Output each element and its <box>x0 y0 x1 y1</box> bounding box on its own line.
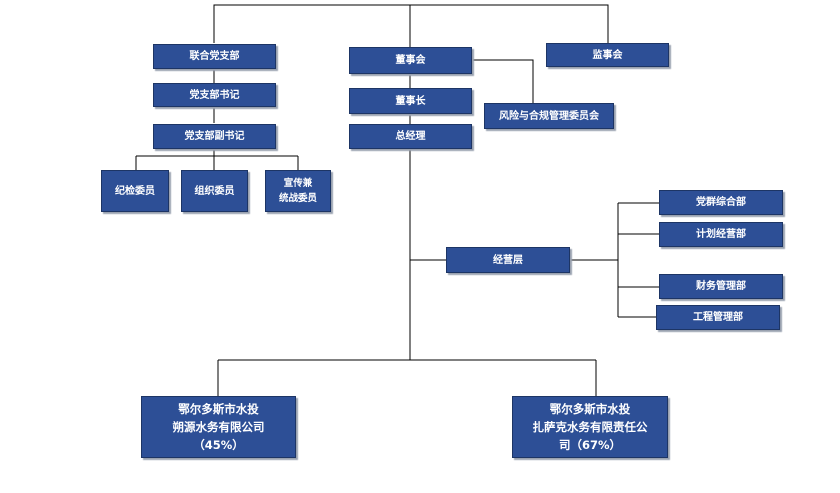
supervisory-board-box: 监事会 <box>546 43 669 67</box>
subsidiary-shuoyuan-label: 鄂尔多斯市水投 朔源水务有限公司 （45%） <box>172 402 265 452</box>
dept-engineering-label: 工程管理部 <box>693 312 743 323</box>
subsidiary-zhasake-label: 鄂尔多斯市水投 扎萨克水务有限责任公 司（67%） <box>532 402 648 452</box>
general-manager-label: 总经理 <box>395 131 426 142</box>
dept-planning-box: 计划经营部 <box>659 222 783 247</box>
general-manager-box: 总经理 <box>349 124 472 149</box>
organization-member-box: 组织委员 <box>181 170 248 212</box>
subsidiary-shuoyuan-box: 鄂尔多斯市水投 朔源水务有限公司 （45%） <box>141 396 296 458</box>
party-deputy-secretary-box: 党支部副书记 <box>153 124 276 149</box>
dept-party-admin-box: 党群综合部 <box>659 190 783 215</box>
dept-party-admin-label: 党群综合部 <box>696 197 746 208</box>
propaganda-member-box: 宣传兼 统战委员 <box>265 170 331 212</box>
party-committee-box: 联合党支部 <box>153 44 276 69</box>
organization-member-label: 组织委员 <box>194 185 235 197</box>
dept-engineering-box: 工程管理部 <box>656 305 780 330</box>
subsidiary-zhasake-box: 鄂尔多斯市水投 扎萨克水务有限责任公 司（67%） <box>512 396 668 458</box>
chairman-label: 董事长 <box>395 95 426 107</box>
dept-finance-label: 财务管理部 <box>696 281 746 292</box>
chairman-box: 董事长 <box>349 88 472 114</box>
discipline-member-label: 纪检委员 <box>115 185 155 197</box>
party-committee-label: 联合党支部 <box>189 51 240 62</box>
board-label: 董事会 <box>395 55 426 66</box>
discipline-member-box: 纪检委员 <box>101 170 169 212</box>
dept-finance-box: 财务管理部 <box>659 274 783 299</box>
party-secretary-box: 党支部书记 <box>153 83 276 107</box>
propaganda-member-label: 宣传兼 统战委员 <box>278 178 317 204</box>
risk-committee-label: 风险与合规管理委员会 <box>499 110 599 122</box>
party-deputy-secretary-label: 党支部副书记 <box>184 131 245 142</box>
supervisory-board-label: 监事会 <box>592 49 623 61</box>
board-box: 董事会 <box>349 47 472 74</box>
party-secretary-label: 党支部书记 <box>189 89 240 101</box>
management-label: 经营层 <box>493 254 523 266</box>
dept-planning-label: 计划经营部 <box>696 229 746 240</box>
management-box: 经营层 <box>446 247 570 273</box>
risk-committee-box: 风险与合规管理委员会 <box>484 103 614 129</box>
